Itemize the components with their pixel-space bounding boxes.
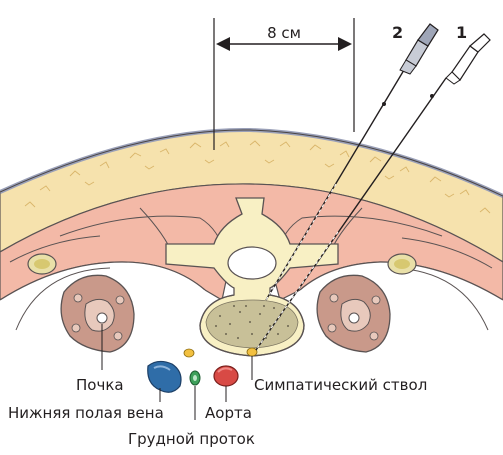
sympathetic-ganglion-right — [247, 348, 257, 356]
needle-number-2: 2 — [392, 23, 403, 42]
label-kidney: Почка — [76, 376, 124, 394]
rib-left — [28, 254, 56, 274]
label-sympathetic-trunk: Симпатический ствол — [254, 376, 427, 394]
label-thoracic-duct: Грудной проток — [128, 430, 255, 448]
label-ivc: Нижняя полая вена — [8, 404, 164, 422]
vertebral-body-cancellous — [206, 300, 298, 348]
label-aorta: Аорта — [205, 404, 252, 422]
measurement-label: 8 см — [267, 24, 301, 42]
needle-number-1: 1 — [456, 23, 467, 42]
sympathetic-ganglion-left — [184, 349, 194, 357]
rib-right — [388, 254, 416, 274]
